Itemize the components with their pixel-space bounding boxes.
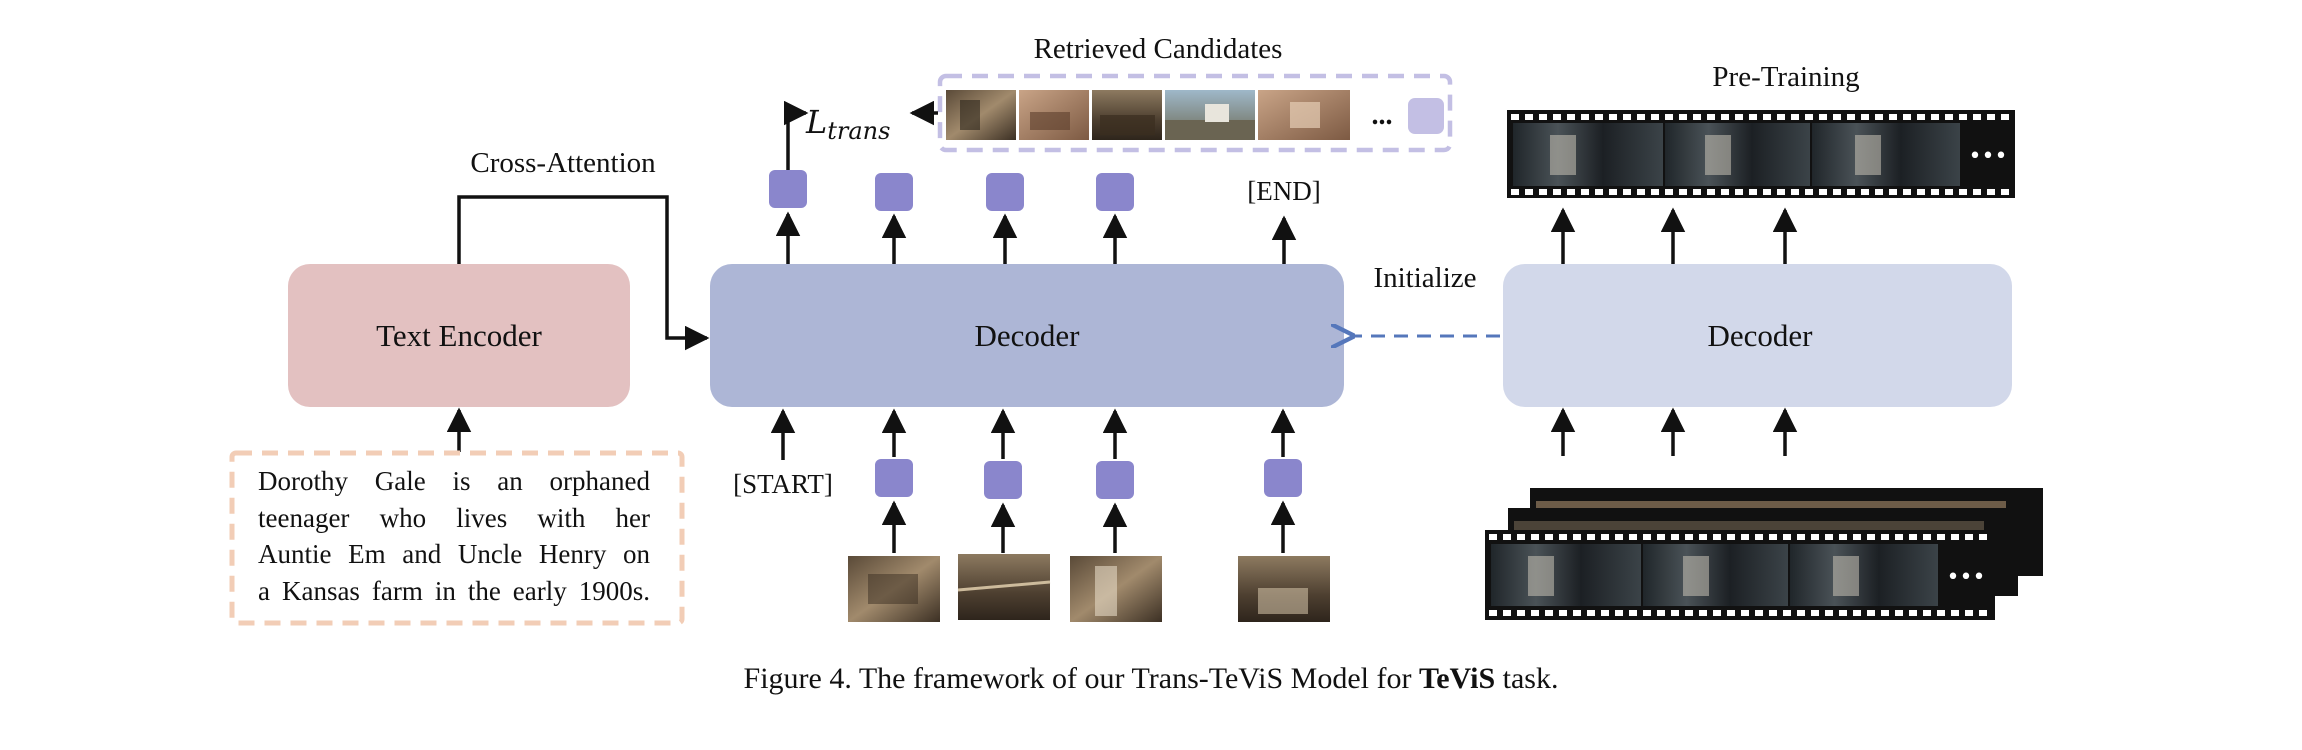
initialize-label: Initialize	[1373, 262, 1476, 294]
candidate-frame-2	[1019, 90, 1089, 140]
input-token-1	[875, 459, 913, 497]
input-token-4	[1264, 459, 1302, 497]
decoder-main-label: Decoder	[975, 318, 1081, 353]
output-token-1	[769, 170, 807, 208]
pretraining-label: Pre-Training	[1712, 61, 1859, 93]
output-token-4	[1096, 173, 1134, 211]
figure-caption: Figure 4. The framework of our Trans-TeV…	[743, 662, 1559, 695]
story-text-box	[229, 450, 685, 626]
text-encoder-box	[288, 264, 630, 407]
loss-label: Ltrans	[805, 103, 890, 145]
input-token-2	[984, 461, 1022, 499]
video-frame-icon	[1238, 556, 1330, 622]
caption-bold: TeViS	[1418, 662, 1496, 695]
decoder-main-box	[710, 264, 1344, 407]
output-token-2	[875, 173, 913, 211]
decoder-pretraining-box	[1503, 264, 2012, 407]
video-frame-icon	[848, 556, 940, 622]
retrieved-candidates-box	[937, 73, 1453, 153]
svg-text:•••: •••	[1969, 144, 2008, 169]
story-text: Dorothy Gale is an orphaned teenager who…	[258, 463, 650, 609]
start-token-label: [START]	[733, 469, 833, 499]
decoder-pretraining-label: Decoder	[1708, 318, 1814, 353]
retrieved-candidates-label: Retrieved Candidates	[1034, 33, 1283, 65]
candidate-frame-1	[946, 90, 1016, 140]
text-encoder-label: Text Encoder	[376, 318, 542, 353]
candidate-frame-3	[1092, 90, 1162, 140]
end-token-label: [END]	[1247, 176, 1320, 206]
story-line: Dorothy Gale is an orphaned	[258, 466, 650, 496]
candidate-placeholder-token	[1408, 98, 1444, 134]
candidate-frame-5	[1258, 90, 1350, 140]
output-token-3	[986, 173, 1024, 211]
video-frame-icon	[957, 554, 1051, 620]
film-strip-stack: •••	[1485, 488, 2043, 620]
video-frame-icon	[1070, 556, 1162, 622]
candidate-frame-4	[1165, 90, 1255, 140]
candidates-ellipsis: ...	[1372, 100, 1393, 131]
story-line: Auntie Em and Uncle Henry on	[258, 539, 650, 569]
svg-text:•••: •••	[1947, 565, 1986, 590]
story-line: a Kansas farm in the early 1900s.	[258, 575, 650, 606]
cross-attention-label: Cross-Attention	[470, 147, 656, 179]
cross-attention-arrow	[457, 195, 710, 351]
film-strip-icon: •••	[1507, 110, 2015, 198]
story-line: teenager who lives with her	[258, 502, 650, 533]
loss-arrow	[783, 100, 809, 170]
input-token-3	[1096, 461, 1134, 499]
